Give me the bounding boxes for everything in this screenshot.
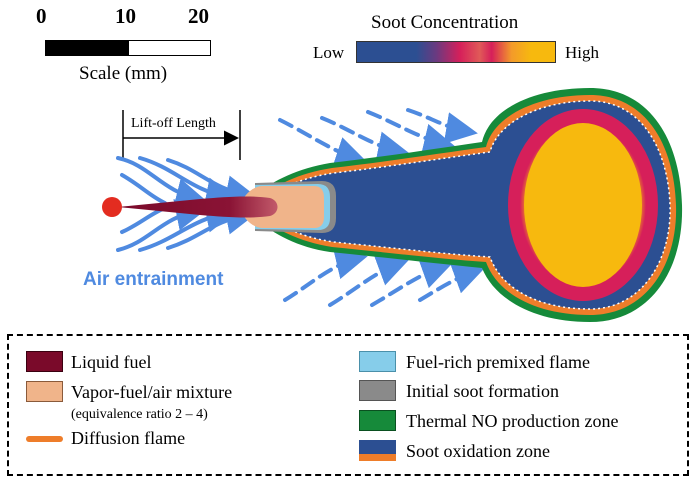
legend-initial-soot: Initial soot formation	[406, 381, 559, 401]
soot-oxidation-swatch	[359, 440, 396, 461]
scale-tick-0: 0	[36, 4, 47, 28]
legend-diffusion-flame: Diffusion flame	[71, 428, 186, 448]
legend-premixed-flame: Fuel-rich premixed flame	[406, 352, 590, 372]
liquid-fuel-swatch	[26, 351, 63, 372]
scale-label: Scale (mm)	[79, 63, 168, 84]
legend-liquid-fuel: Liquid fuel	[71, 352, 152, 372]
soot-colorbar-title: Soot Concentration	[371, 12, 519, 33]
scale-tick-10: 10	[115, 4, 136, 28]
legend-vapor-mixture-note: (equivalence ratio 2 – 4)	[71, 407, 208, 422]
liftoff-length-label: Lift-off Length	[131, 116, 216, 131]
liquid-fuel-spray	[118, 196, 278, 218]
legend-vapor-mixture: Vapor-fuel/air mixture	[71, 382, 233, 402]
air-entrainment-label: Air entrainment	[83, 269, 224, 290]
thermal-no-swatch	[359, 410, 396, 431]
flame-diagram	[102, 88, 683, 322]
soot-core	[524, 123, 642, 287]
injector-nozzle	[102, 197, 122, 217]
vapor-fuel-mixture-region	[238, 186, 324, 228]
scale-white-segment	[129, 40, 211, 56]
legend-thermal-no: Thermal NO production zone	[406, 411, 619, 431]
soot-high-label: High	[565, 43, 599, 62]
soot-gradient-bar	[356, 41, 556, 63]
scale-tick-20: 20	[188, 4, 209, 28]
air-streamlines-dashed	[278, 108, 486, 307]
premixed-flame-swatch	[359, 351, 396, 372]
liftoff-length-marker	[122, 110, 241, 160]
diffusion-flame-swatch	[26, 436, 63, 442]
legend-box: Liquid fuel Vapor-fuel/air mixture (equi…	[7, 334, 689, 476]
initial-soot-swatch	[359, 380, 396, 401]
soot-low-label: Low	[313, 43, 345, 62]
vapor-mixture-swatch	[26, 381, 63, 402]
legend-soot-oxidation: Soot oxidation zone	[406, 441, 550, 461]
